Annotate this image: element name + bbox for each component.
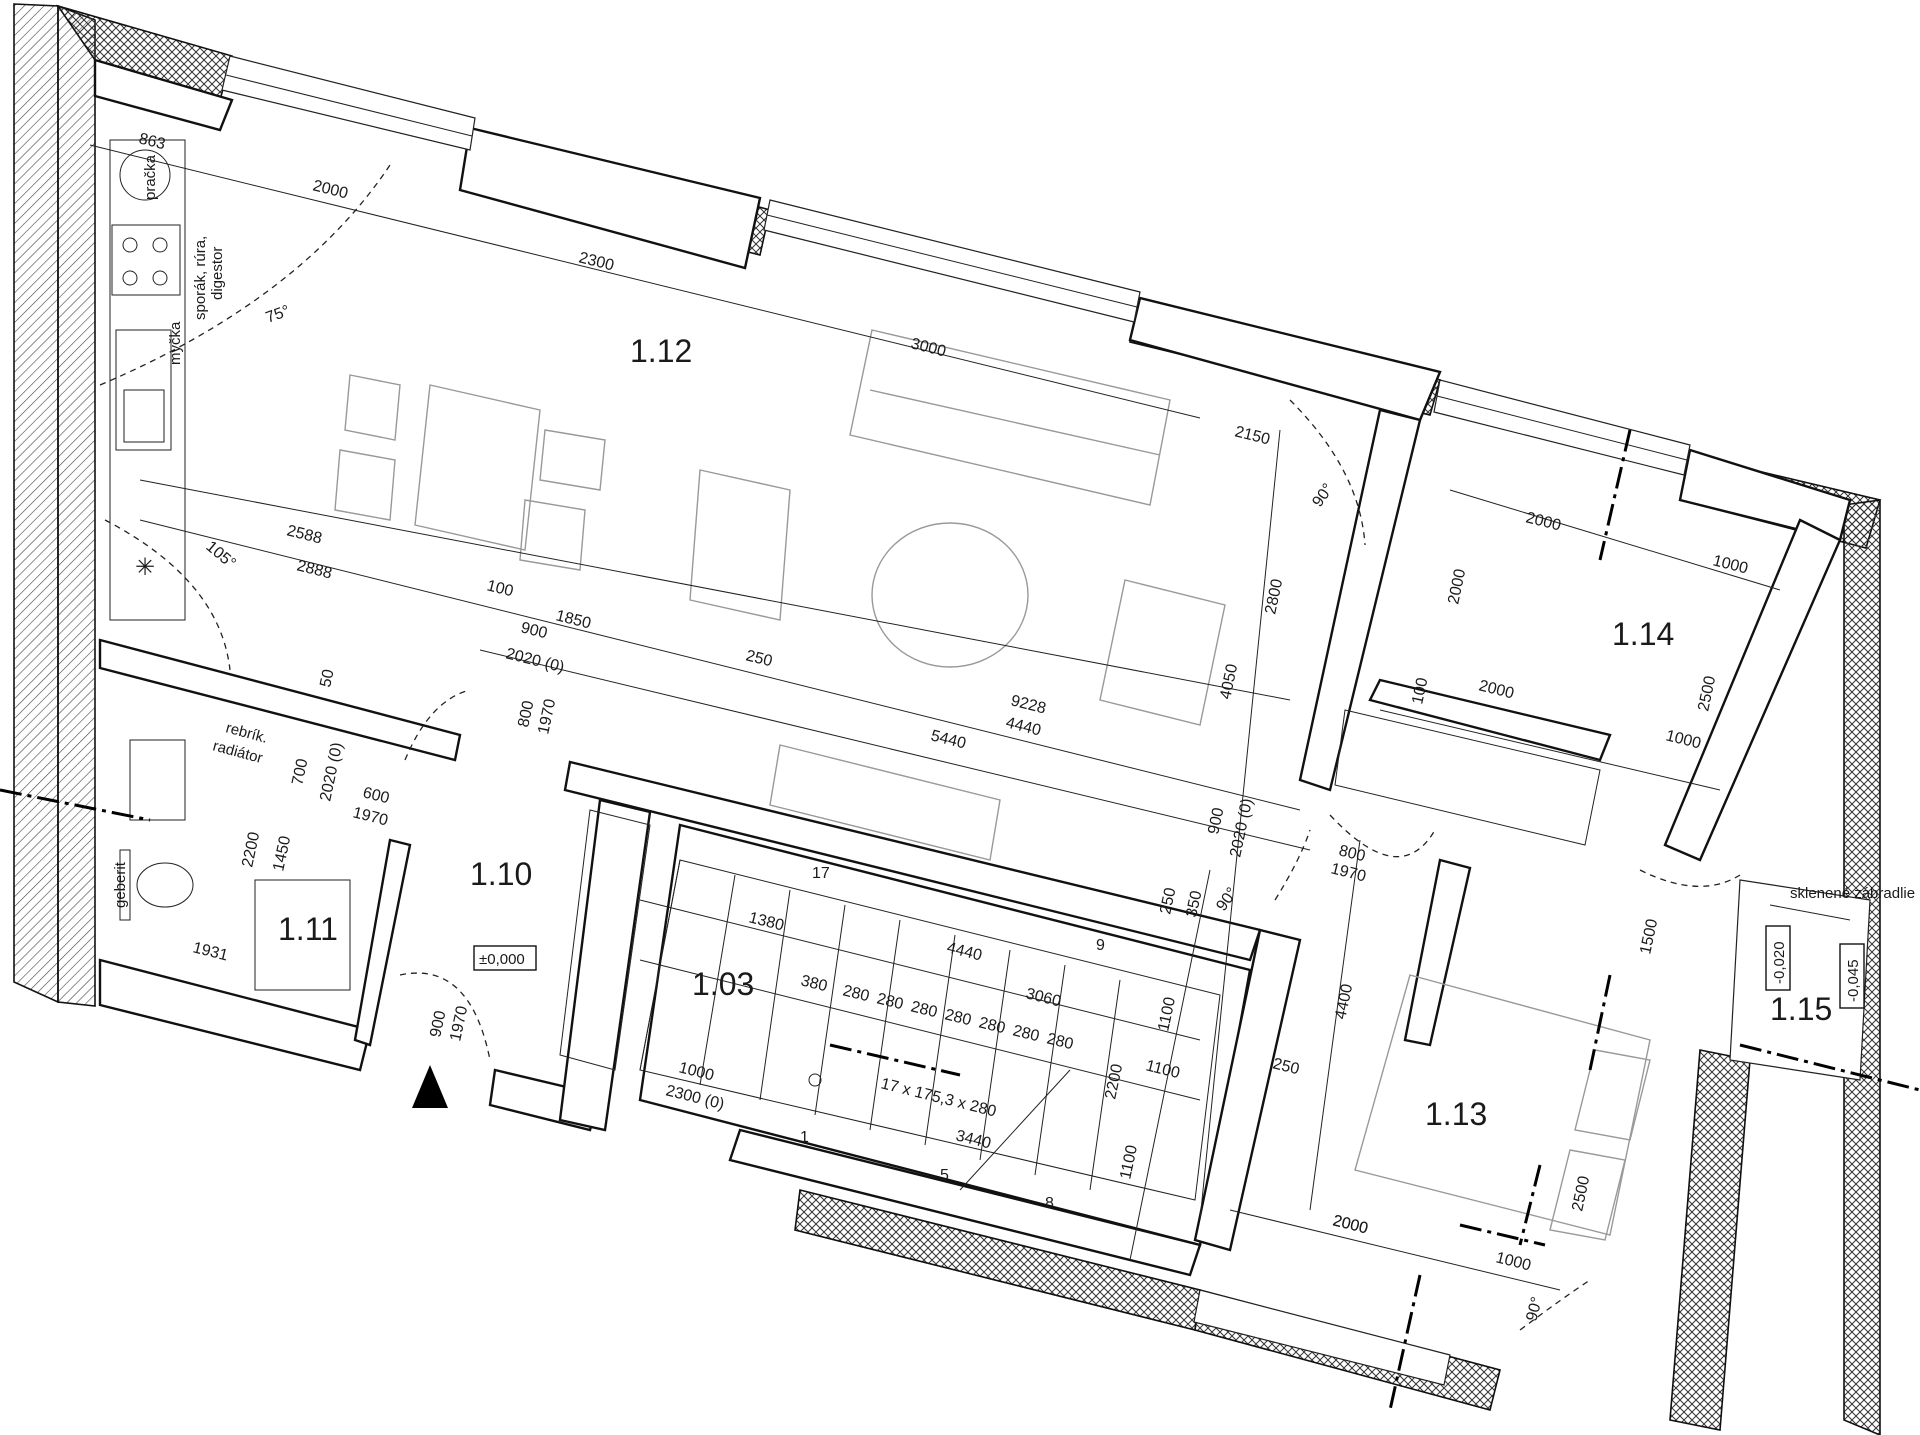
dimension-label: 1970 [535, 697, 559, 735]
dimension-label: 280 [841, 982, 871, 1005]
dimension-label: 1100 [1117, 1144, 1141, 1181]
level-marker: -0,045 [1839, 943, 1865, 1009]
dimension-label: 4440 [1004, 714, 1043, 739]
dimension-label: 2888 [295, 557, 334, 582]
dimension-label: 2000 [1331, 1212, 1370, 1237]
dimension-label: 100 [485, 577, 515, 600]
dimension-lines [89, 144, 1781, 1291]
dimension-label: 1970 [447, 1004, 471, 1042]
dimension-label: 1000 [1711, 552, 1750, 577]
dimension-label: 800 [1337, 842, 1367, 865]
closets [559, 709, 1601, 1071]
dimension-label: 800 [515, 699, 537, 729]
room-label: 1.13 [1425, 1096, 1487, 1132]
dimension-label: 700 [289, 757, 311, 787]
svg-text:±0,000: ±0,000 [479, 951, 525, 968]
section-lines [0, 429, 1920, 1411]
exterior-wall-insulation [13, 3, 1882, 1435]
dimension-label: 1100 [1155, 996, 1179, 1033]
washer-label: pračka [142, 154, 159, 200]
dimension-label: 2500 [1695, 674, 1719, 712]
dimension-label: 2000 [1477, 677, 1516, 702]
dimension-label: 5440 [929, 727, 968, 752]
dimension-label: 4050 [1217, 662, 1241, 700]
room-label: 1.03 [692, 966, 754, 1002]
railing-label: sklenené zábradlie [1790, 885, 1915, 902]
dimension-label: 2588 [285, 522, 324, 547]
dimension-label: 280 [1045, 1030, 1075, 1053]
dimension-label: 900 [519, 619, 549, 642]
dimension-label: 280 [1011, 1022, 1041, 1045]
room-label: 1.14 [1612, 616, 1674, 652]
angle-label: 90° [1523, 1295, 1546, 1323]
dimension-label: 3000 [909, 335, 948, 360]
angle-label: 90° [1309, 481, 1337, 511]
svg-text:-0,020: -0,020 [1771, 941, 1788, 984]
dimension-label: 2000 [1445, 567, 1469, 605]
room-label: 1.11 [278, 911, 338, 947]
wc-frame-label: geberit [112, 861, 129, 908]
star-icon: ✳ [135, 554, 155, 581]
dimension-label: 1450 [270, 834, 294, 872]
dimension-label: 280 [909, 998, 939, 1021]
dimension-label: 50 [317, 668, 337, 689]
dimension-label: 250 [744, 647, 774, 670]
dimension-label: 2800 [1262, 577, 1286, 615]
level-marker: ±0,000 [473, 945, 537, 971]
dimension-label: 250 [1271, 1055, 1301, 1078]
dimension-label: 1970 [351, 804, 390, 829]
room-label: 1.10 [470, 856, 532, 892]
dimension-label: 2000 [311, 177, 350, 202]
svg-text:-0,045: -0,045 [1845, 959, 1862, 1002]
dimension-label: 900 [1205, 806, 1227, 836]
dimension-label: 9228 [1009, 692, 1048, 717]
dimension-label: 600 [361, 784, 391, 807]
dimension-label: 2020 (0) [504, 645, 566, 676]
dimension-label: 863 [137, 130, 167, 153]
dimension-label: 380 [799, 972, 829, 995]
dimension-label: 2000 [1524, 509, 1563, 534]
angle-label: 75° [264, 303, 293, 327]
dishwasher-label: myčka [167, 321, 184, 365]
dimension-label: 2200 [239, 830, 263, 868]
dimension-label: 1000 [1494, 1249, 1533, 1274]
room-label: 1.15 [1770, 991, 1832, 1027]
hood-label: digestor [209, 247, 226, 300]
dimension-label: 250 [1157, 886, 1179, 916]
step-number: 1 [800, 1129, 809, 1146]
angle-label: 90° [1213, 885, 1241, 915]
railing-arrow-icon [1769, 904, 1851, 921]
stove-label: sporák, rúra, [192, 236, 209, 320]
living-furniture [334, 329, 1226, 861]
dimension-label: 100 [1409, 676, 1431, 706]
dimension-label: 1931 [191, 939, 230, 964]
bathroom-fixtures [119, 739, 351, 991]
step-number: 9 [1096, 937, 1105, 954]
dimension-label: 2300 [577, 249, 616, 274]
entrance-arrow-icon [412, 1065, 448, 1108]
dimension-label: 2500 [1569, 1174, 1593, 1212]
dimension-label: 4400 [1332, 982, 1356, 1020]
dimension-label: 280 [977, 1014, 1007, 1037]
dimension-label: 280 [943, 1006, 973, 1029]
room-label: 1.12 [630, 333, 692, 369]
door-swings [99, 164, 1741, 1331]
dimension-label: 1000 [1664, 727, 1703, 752]
dimension-label: 900 [427, 1009, 449, 1039]
step-number: 17 [812, 865, 830, 882]
dimension-label: 2020 (0) [317, 741, 346, 803]
dimension-label: 2150 [1233, 423, 1272, 448]
dimension-label: 2020 (0) [1227, 797, 1256, 859]
level-marker: -0,020 [1765, 925, 1791, 991]
walls [93, 58, 1852, 1277]
bed [1354, 974, 1651, 1241]
step-number: 5 [940, 1167, 949, 1184]
stairs [639, 859, 1221, 1201]
step-number: 8 [1045, 1195, 1054, 1212]
dimension-label: 1500 [1637, 917, 1661, 955]
kitchen-counter: ✳ [109, 139, 186, 621]
dimension-label: 350 [1183, 889, 1205, 919]
dimension-label: 280 [875, 990, 905, 1013]
